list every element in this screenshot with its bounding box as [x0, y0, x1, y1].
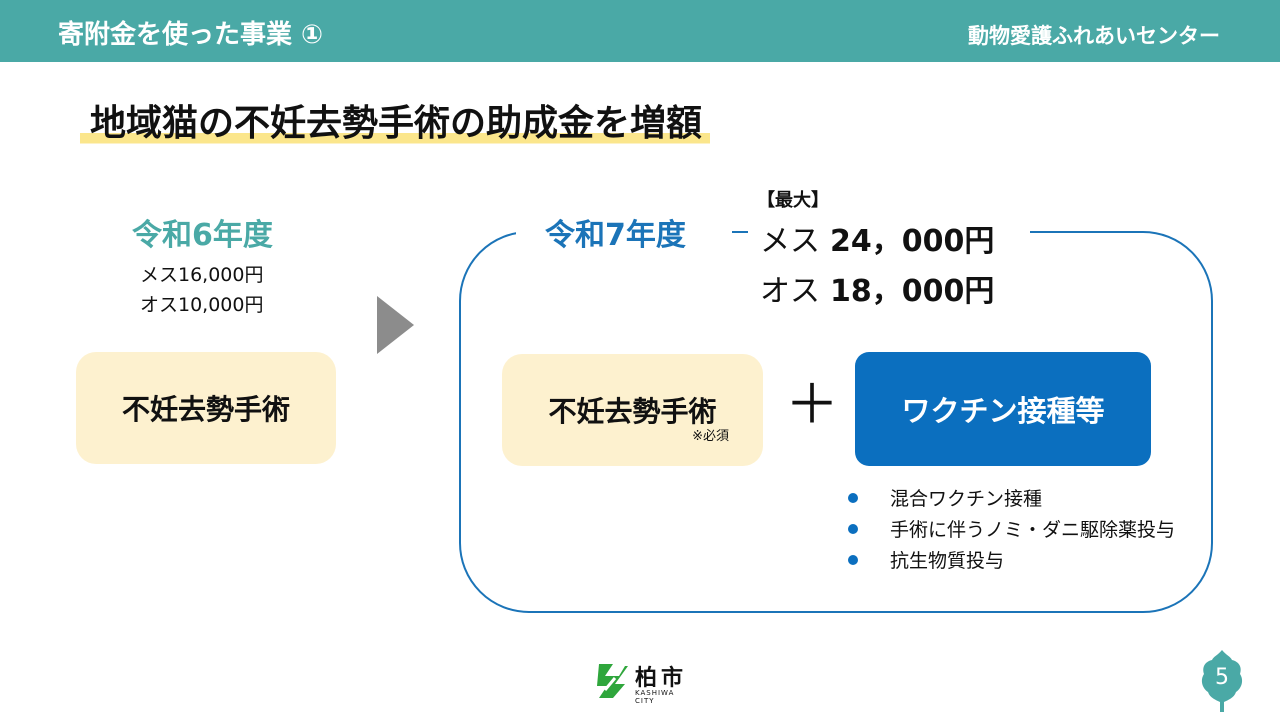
r7-female-line: メス 24，000円	[760, 216, 994, 260]
list-item: 抗生物質投与	[848, 544, 1175, 575]
city-logo: 柏市 KASHIWA CITY	[595, 662, 688, 705]
vaccine-box: ワクチン接種等	[855, 352, 1151, 466]
female-amount: 24，000円	[830, 224, 995, 259]
required-note: ※必須	[692, 429, 729, 444]
list-item: 混合ワクチン接種	[848, 482, 1175, 513]
max-label: 【最大】	[757, 190, 829, 211]
r7-year-heading: 令和7年度	[545, 218, 686, 253]
r6-male-amount: オス10,000円	[140, 294, 264, 316]
male-prefix: オス	[760, 274, 820, 309]
male-amount: 18，000円	[830, 274, 995, 309]
vaccine-item-list: 混合ワクチン接種 手術に伴うノミ・ダニ駆除薬投与 抗生物質投与	[848, 482, 1175, 575]
r7-surgery-box: 不妊去勢手術 ※必須	[502, 354, 763, 466]
bullet-icon	[848, 492, 858, 503]
r7-surgery-label: 不妊去勢手術	[548, 395, 717, 428]
center-name: 動物愛護ふれあいセンター	[968, 24, 1220, 48]
city-name-en: KASHIWA CITY	[635, 689, 675, 705]
r6-surgery-label: 不妊去勢手術	[121, 393, 290, 426]
bullet-icon	[848, 523, 858, 534]
female-prefix: メス	[760, 224, 820, 259]
r6-surgery-box: 不妊去勢手術	[76, 352, 336, 464]
page-title: 地域猫の不妊去勢手術の助成金を増額	[80, 94, 711, 148]
header-bar: 寄附金を使った事業 ① 動物愛護ふれあいセンター	[0, 0, 1280, 62]
arrow-right-icon	[377, 296, 414, 354]
r6-female-amount: メス16,000円	[140, 264, 264, 286]
r6-year-heading: 令和6年度	[132, 218, 273, 253]
city-name: 柏市	[635, 666, 688, 691]
bullet-icon	[848, 554, 858, 565]
city-emblem-icon	[597, 664, 628, 698]
page-number-badge: 5	[1200, 648, 1244, 714]
page-number: 5	[1215, 665, 1229, 690]
header-title: 寄附金を使った事業 ①	[58, 20, 324, 50]
plus-icon: ＋	[785, 373, 839, 436]
list-item: 手術に伴うノミ・ダニ駆除薬投与	[848, 513, 1175, 544]
vaccine-label: ワクチン接種等	[901, 394, 1105, 428]
r7-male-line: オス 18，000円	[760, 266, 994, 310]
leaf-icon	[1201, 650, 1243, 712]
